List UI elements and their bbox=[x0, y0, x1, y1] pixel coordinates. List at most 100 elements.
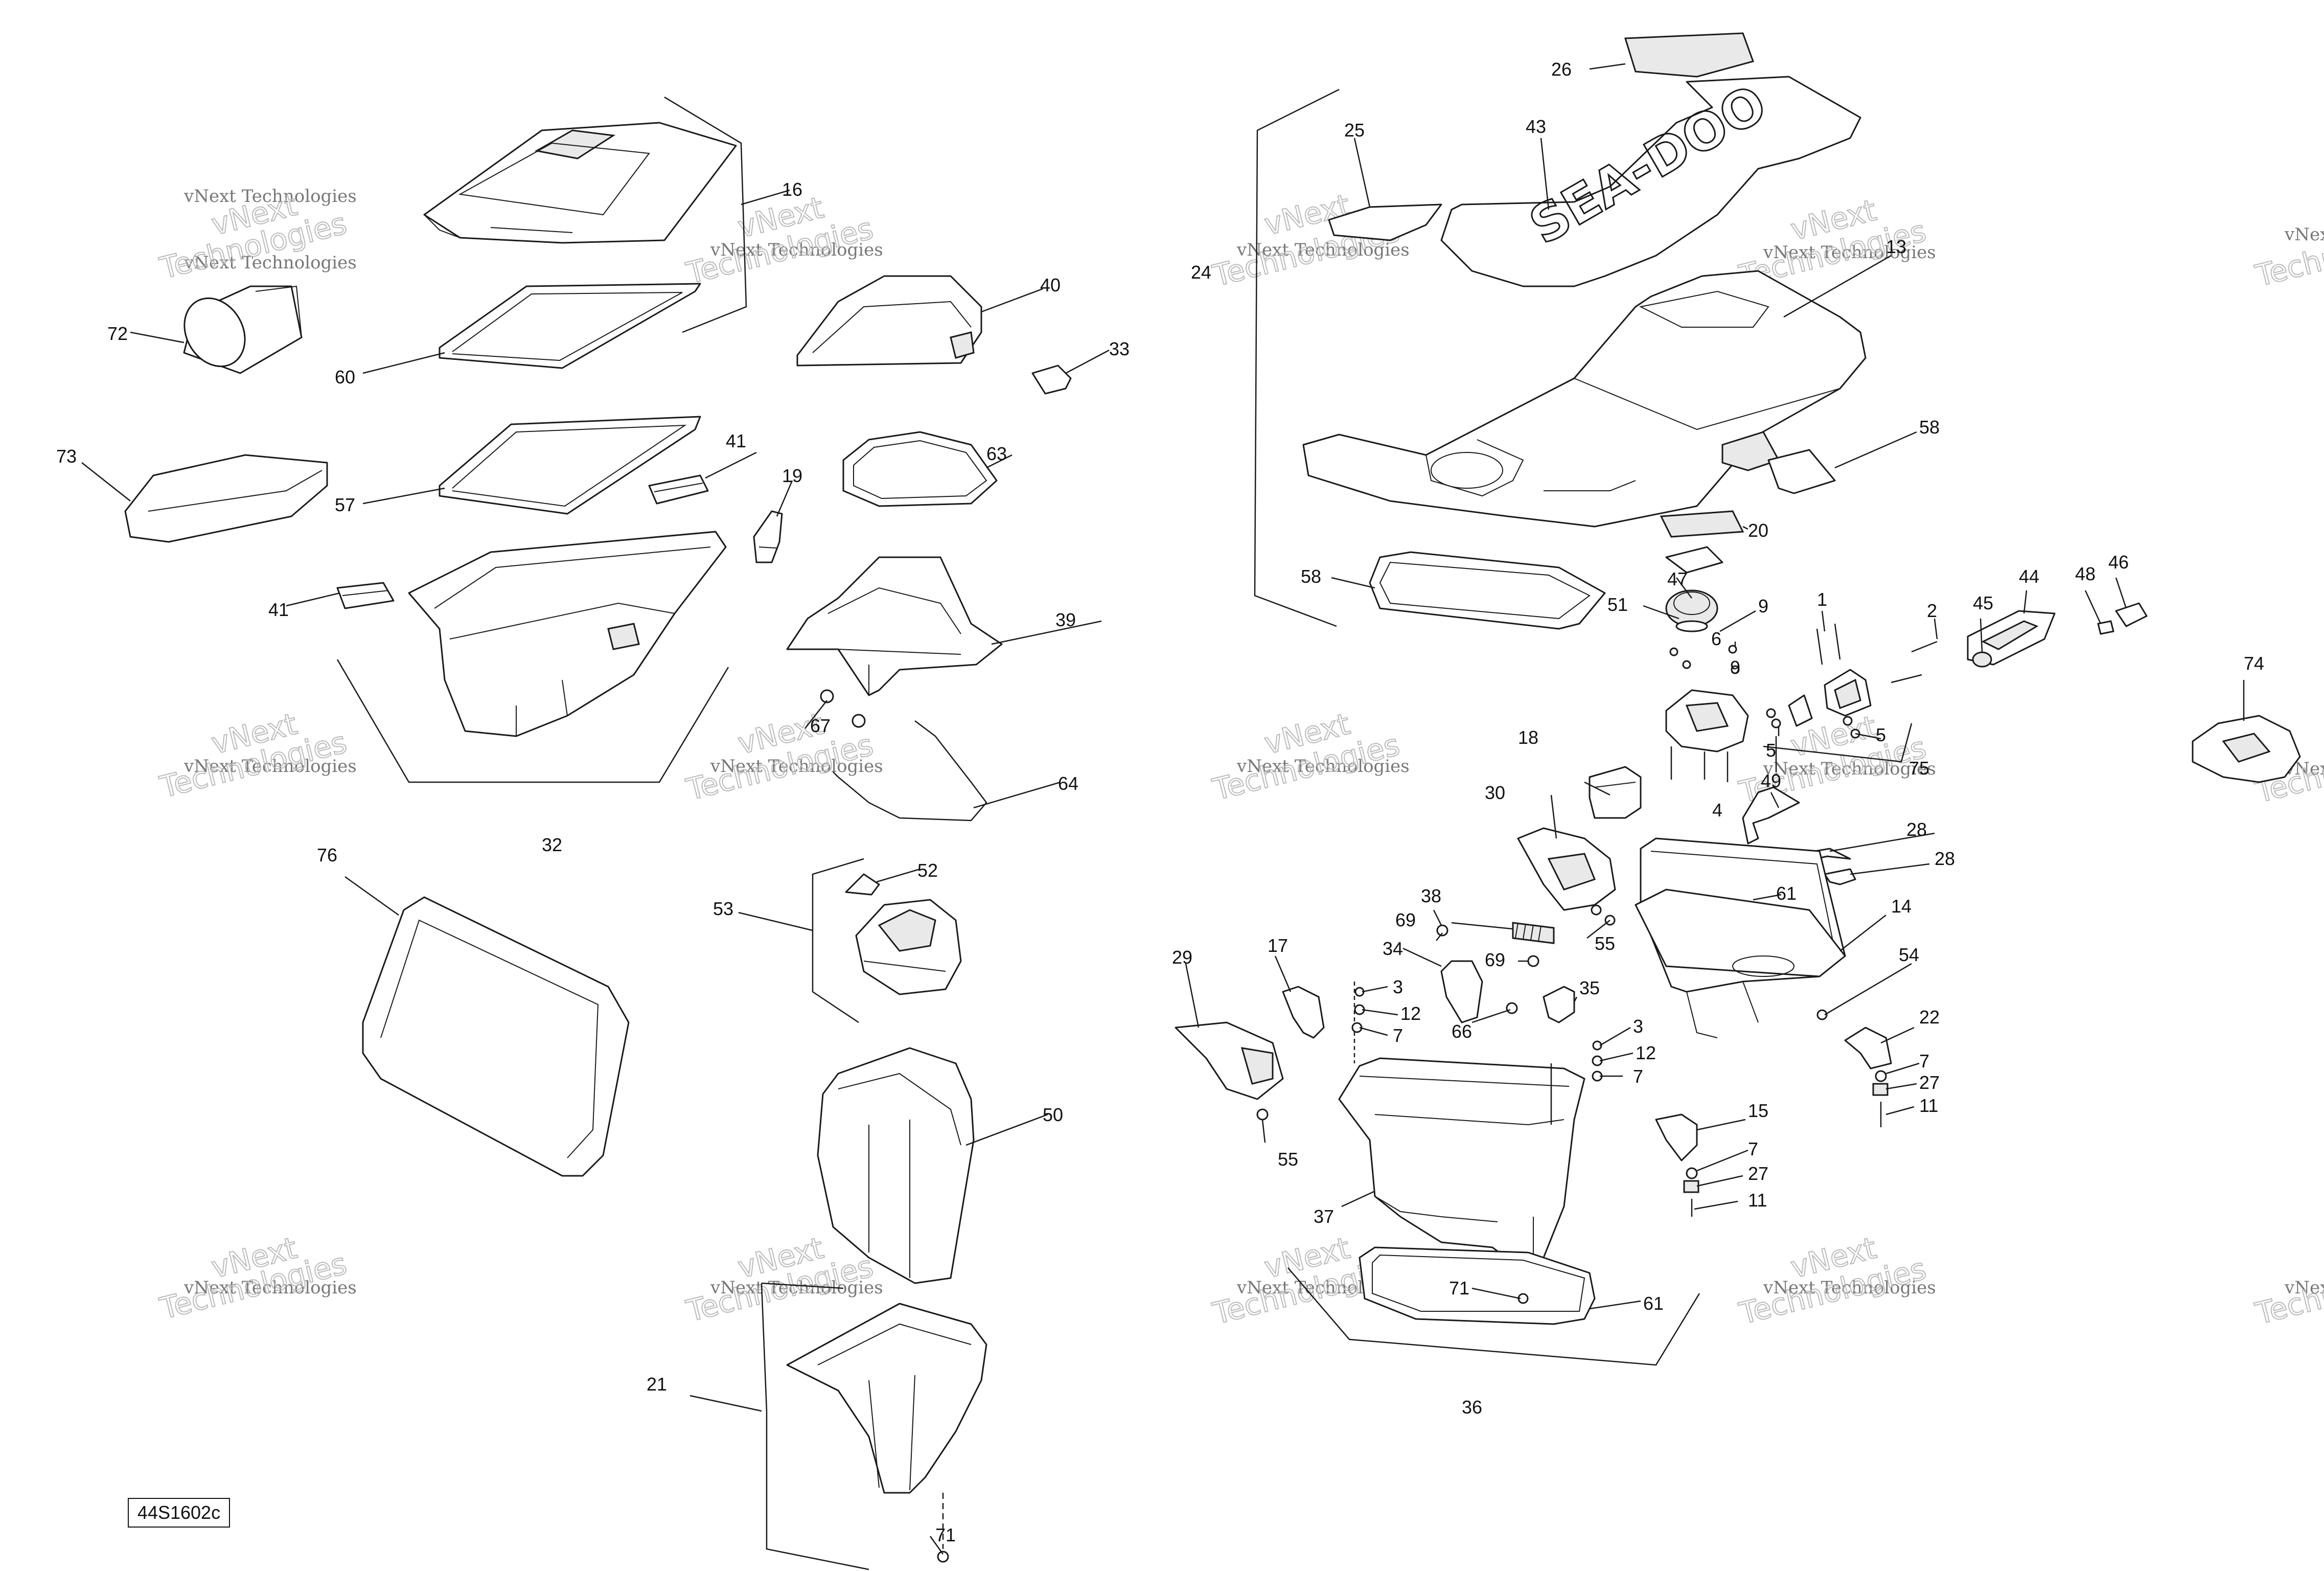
callout-55-lower: 55 bbox=[1278, 1149, 1298, 1170]
bracket-24 bbox=[1254, 88, 1340, 627]
callout-66: 66 bbox=[1452, 1021, 1472, 1042]
svg-text:vNext Technologies: vNext Technologies bbox=[1236, 756, 1410, 777]
watermark: vNext Technologies vNext Technologies bbox=[1209, 187, 1410, 294]
callout-60: 60 bbox=[335, 367, 355, 388]
callout-51: 51 bbox=[1607, 594, 1628, 615]
callout-3-left: 3 bbox=[1393, 976, 1403, 997]
bracket-21 bbox=[761, 1282, 869, 1570]
group-brackets bbox=[336, 88, 1913, 1570]
callout-38: 38 bbox=[1421, 885, 1441, 906]
callout-58-bottom: 58 bbox=[1301, 566, 1321, 587]
callout-6: 6 bbox=[1711, 628, 1721, 649]
part-72-cup-holder bbox=[183, 285, 303, 374]
callout-29: 29 bbox=[1172, 947, 1192, 968]
part-18-bracket bbox=[1589, 766, 1642, 819]
bracket-32 bbox=[336, 659, 729, 783]
callout-21: 21 bbox=[647, 1374, 667, 1395]
part-35-bracket bbox=[1543, 986, 1575, 1023]
callout-49: 49 bbox=[1761, 770, 1781, 791]
callout-50: 50 bbox=[1043, 1104, 1063, 1125]
callout-19: 19 bbox=[782, 465, 802, 486]
part-19-hinge bbox=[753, 510, 783, 563]
bracket-75 bbox=[1763, 723, 1913, 763]
callout-35: 35 bbox=[1579, 977, 1600, 998]
callout-12-right: 12 bbox=[1636, 1042, 1656, 1063]
callout-53: 53 bbox=[713, 898, 733, 919]
callout-11-lower: 11 bbox=[1748, 1190, 1767, 1211]
callout-27-lower: 27 bbox=[1748, 1163, 1768, 1184]
callout-37: 37 bbox=[1314, 1206, 1334, 1227]
drawing-code-label: 44S1602c bbox=[128, 1498, 230, 1528]
callout-40: 40 bbox=[1040, 275, 1061, 295]
part-44-badge bbox=[1967, 610, 2056, 666]
callout-24: 24 bbox=[1191, 262, 1211, 283]
callout-72: 72 bbox=[107, 323, 128, 344]
callout-34: 34 bbox=[1383, 938, 1403, 959]
callout-45: 45 bbox=[1973, 593, 1993, 613]
leader-lines bbox=[81, 63, 2245, 1555]
callout-12-left: 12 bbox=[1400, 1003, 1421, 1024]
callout-5-left: 5 bbox=[1766, 740, 1776, 761]
svg-text:vNext Technologies: vNext Technologies bbox=[1763, 1278, 1936, 1298]
callout-48: 48 bbox=[2075, 563, 2096, 584]
callout-33: 33 bbox=[1109, 338, 1130, 359]
callout-2: 2 bbox=[1927, 600, 1937, 621]
callout-58-top: 58 bbox=[1919, 417, 1940, 438]
bracket-16 bbox=[664, 96, 747, 333]
svg-text:Technologies: Technologies bbox=[2252, 1251, 2324, 1331]
svg-text:vNext Technologies: vNext Technologies bbox=[1236, 240, 1410, 260]
callout-41-bottom: 41 bbox=[268, 599, 289, 620]
callout-25: 25 bbox=[1344, 120, 1365, 141]
callout-4: 4 bbox=[1712, 800, 1722, 821]
svg-text:vNext Technologies: vNext Technologies bbox=[1763, 759, 1936, 779]
callout-labels: 16 40 33 72 60 73 57 41 19 63 41 39 67 6… bbox=[56, 59, 2264, 1545]
callout-7-mid: 7 bbox=[1633, 1066, 1643, 1087]
part-13-deck bbox=[1302, 270, 1867, 528]
callout-27-right: 27 bbox=[1919, 1072, 1940, 1093]
part-29-bracket bbox=[1175, 1021, 1284, 1100]
callout-61-lower: 61 bbox=[1643, 1293, 1664, 1314]
part-57-gasket bbox=[439, 416, 701, 515]
callout-7-lower: 7 bbox=[1748, 1139, 1758, 1159]
callout-43: 43 bbox=[1526, 116, 1546, 137]
callout-28-lower: 28 bbox=[1935, 848, 1955, 869]
callout-9-upper: 9 bbox=[1758, 596, 1768, 617]
part-38-spring-rod bbox=[1436, 922, 1555, 967]
part-17-bracket bbox=[1282, 986, 1325, 1039]
callout-41-top: 41 bbox=[726, 430, 746, 451]
callout-28-upper: 28 bbox=[1906, 819, 1927, 840]
callout-47: 47 bbox=[1667, 568, 1688, 589]
part-58-gasket bbox=[1369, 551, 1606, 630]
part-52-clip bbox=[845, 873, 880, 896]
bracket-53 bbox=[812, 858, 864, 1023]
svg-text:vNext Technologies: vNext Technologies bbox=[183, 1278, 357, 1298]
part-40-cover bbox=[796, 275, 982, 367]
callout-61-upper: 61 bbox=[1776, 883, 1797, 904]
part-26-decal bbox=[1624, 32, 1754, 78]
callout-44: 44 bbox=[2019, 566, 2039, 587]
part-41-latch-upper bbox=[648, 474, 709, 505]
part-14-storage-bin bbox=[1635, 837, 1846, 1038]
part-48-clip bbox=[2097, 620, 2114, 635]
callout-52: 52 bbox=[917, 860, 938, 881]
callout-63: 63 bbox=[986, 443, 1007, 464]
part-39-bracket-frame bbox=[786, 556, 1003, 696]
part-63-ring-gasket bbox=[842, 431, 998, 507]
part-74-latch-housing bbox=[2192, 715, 2301, 783]
callout-71-left: 71 bbox=[935, 1524, 956, 1545]
watermark: vNext Technologies vNext Technologies bbox=[1735, 1230, 1936, 1332]
part-50-container bbox=[817, 1047, 975, 1284]
callout-20: 20 bbox=[1748, 520, 1768, 541]
part-64-wire-retainer bbox=[833, 720, 987, 822]
part-61-gasket-lower bbox=[1359, 1246, 1596, 1325]
callout-16: 16 bbox=[782, 179, 802, 200]
part-76-seat-cushion bbox=[362, 896, 630, 1177]
callout-17: 17 bbox=[1268, 935, 1288, 956]
part-41-latch-lower bbox=[336, 582, 395, 609]
part-45-spacer bbox=[1972, 651, 1992, 668]
callout-7-left: 7 bbox=[1393, 1025, 1403, 1046]
part-latch-mechanism bbox=[1766, 623, 1938, 739]
svg-text:vNext Technologies: vNext Technologies bbox=[710, 240, 883, 260]
part-47-51-spring-assembly bbox=[1665, 546, 1740, 674]
